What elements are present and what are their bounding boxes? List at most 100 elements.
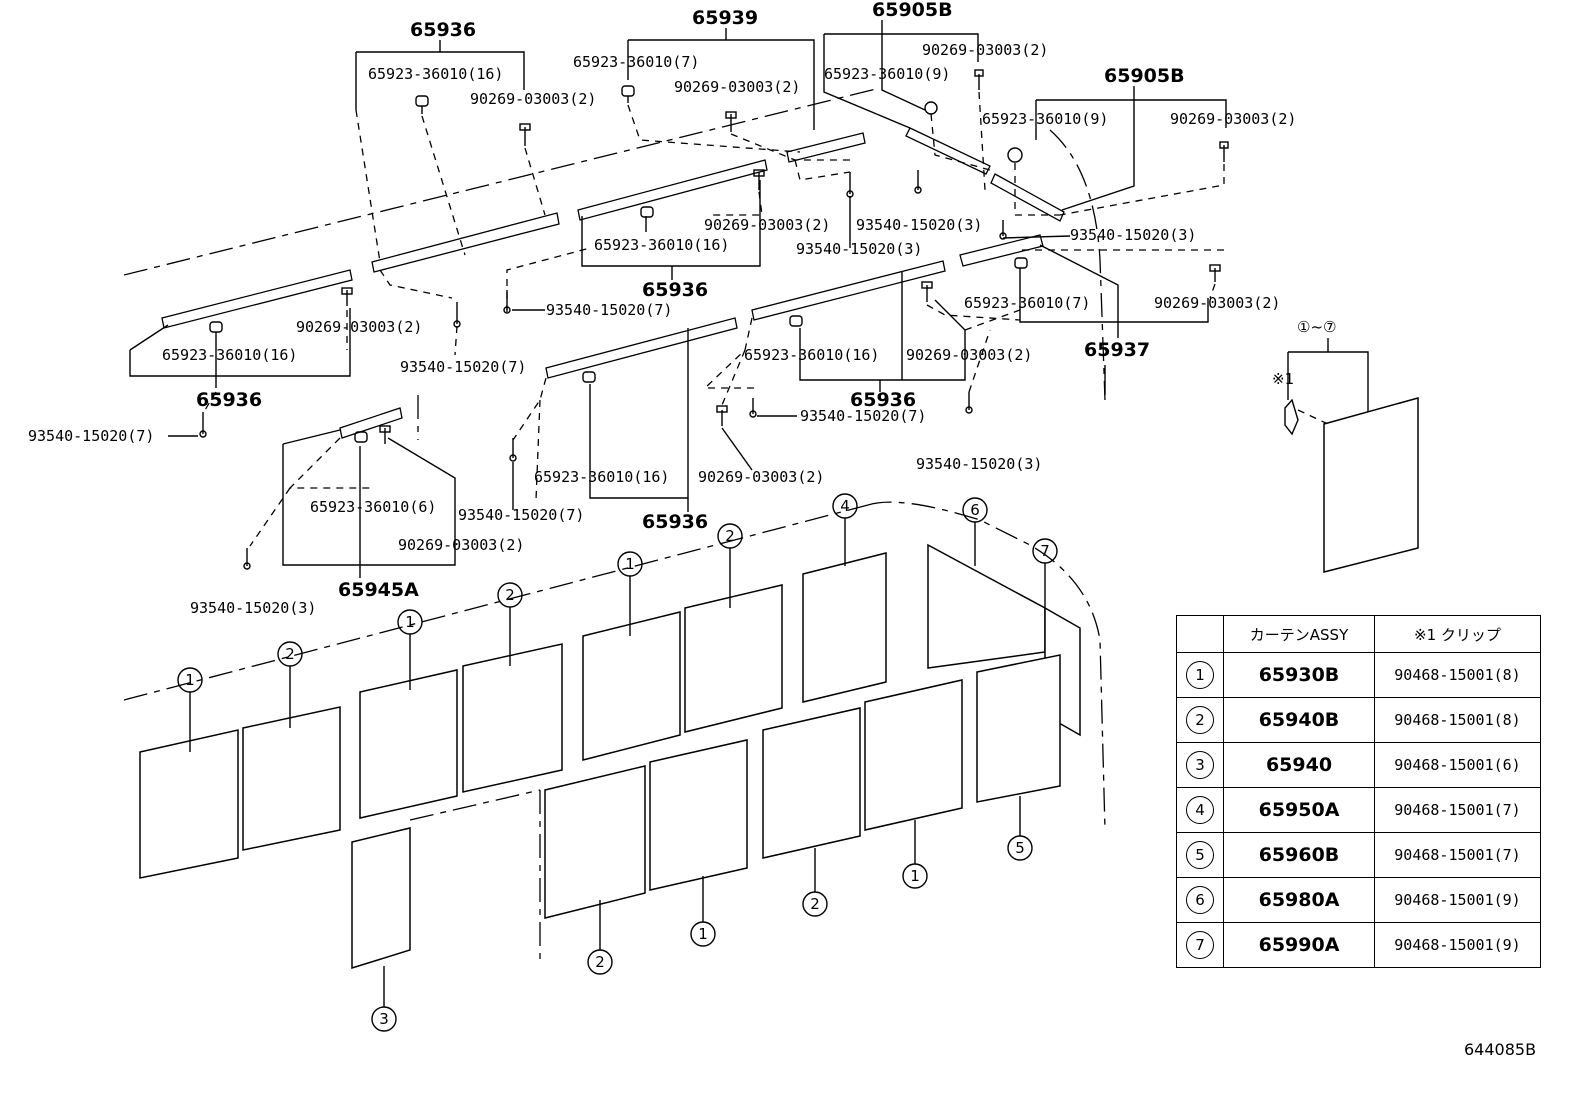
curtain-panel <box>462 643 563 793</box>
bolt-icon <box>846 172 854 198</box>
assembly-label: 65936 <box>196 389 262 411</box>
legend-row: 1 65930B 90468-15001(8) <box>1176 652 1541 698</box>
curtain-panel <box>139 729 239 879</box>
clip-icon <box>415 95 429 114</box>
legend-index: 2 <box>1186 706 1214 734</box>
reference-lines <box>123 87 1106 960</box>
screw-icon <box>716 405 728 426</box>
panel-number: 3 <box>379 1010 389 1028</box>
part-label: 93540-15020(7) <box>546 301 672 319</box>
part-label: 90269-03003(2) <box>1170 110 1296 128</box>
clip-icon <box>640 206 654 218</box>
legend-clip: 90468-15001(9) <box>1374 922 1541 968</box>
bolt-icon <box>749 398 757 418</box>
panel-leaders <box>189 518 1046 1007</box>
rail-65945A <box>339 407 403 439</box>
screw-icon <box>921 281 933 302</box>
screw-icon <box>725 111 737 132</box>
bolt-icon <box>199 412 207 438</box>
panel-number-circle <box>962 497 988 523</box>
part-label: 93540-15020(7) <box>458 506 584 524</box>
panel-number: 1 <box>910 867 920 885</box>
bolt-icon <box>453 302 461 328</box>
part-label: 65923-36010(6) <box>310 498 436 516</box>
legend-header-assy: カーテンASSY <box>1223 615 1375 653</box>
legend-row: 5 65960B 90468-15001(7) <box>1176 832 1541 878</box>
part-label: 65923-36010(16) <box>368 65 503 83</box>
legend-assy: 65930B <box>1223 652 1375 698</box>
part-label: 65923-36010(16) <box>744 346 879 364</box>
legend-index: 3 <box>1186 751 1214 779</box>
clip-icon <box>789 315 803 327</box>
clip-icon <box>354 431 368 443</box>
panel-number-circle <box>177 667 203 693</box>
legend-row: 2 65940B 90468-15001(8) <box>1176 697 1541 743</box>
legend-row: 7 65990A 90468-15001(9) <box>1176 922 1541 968</box>
rail-65939 <box>786 132 866 163</box>
part-label: 93540-15020(7) <box>400 358 526 376</box>
curtain-panel <box>351 827 411 970</box>
bolt-icon <box>999 220 1007 240</box>
leaders <box>129 20 1369 578</box>
part-label: 65923-36010(16) <box>162 346 297 364</box>
rail-65936-left <box>161 269 353 329</box>
part-label: 65923-36010(9) <box>824 65 950 83</box>
panel-number-circle <box>717 523 743 549</box>
part-label: 90269-03003(2) <box>922 41 1048 59</box>
rail-65936-top <box>577 159 768 221</box>
curtain-panel <box>762 707 861 859</box>
panel-number: 2 <box>285 645 295 663</box>
rail-65936-mid <box>751 260 946 321</box>
clip-icon <box>1007 147 1023 163</box>
rail-65936-lower <box>545 317 738 379</box>
panel-number: 2 <box>505 586 515 604</box>
part-label: 65923-36010(7) <box>573 53 699 71</box>
legend-index: 6 <box>1186 886 1214 914</box>
panel-number: 1 <box>405 613 415 631</box>
panel-number-circle <box>617 551 643 577</box>
curtain-panel <box>359 669 458 819</box>
panel-number-circle <box>690 921 716 947</box>
panel-number: 2 <box>725 527 735 545</box>
panel-number-circle <box>832 493 858 519</box>
panel-number-circle <box>397 609 423 635</box>
panel-number: 1 <box>185 671 195 689</box>
rail-65936-upper <box>371 212 560 273</box>
curtain-panel <box>802 552 887 703</box>
rail-65937 <box>959 234 1044 267</box>
part-label: 65923-36010(7) <box>964 294 1090 312</box>
bolt-icon <box>914 170 922 194</box>
panel-number-circle <box>1032 538 1058 564</box>
clip-icon <box>209 321 223 333</box>
part-label: 90269-03003(2) <box>906 346 1032 364</box>
part-label: 65923-36010(9) <box>982 110 1108 128</box>
part-label: 65923-36010(16) <box>594 236 729 254</box>
assembly-label: 65936 <box>410 19 476 41</box>
curtain-panel <box>684 584 783 733</box>
curtain-panel <box>1323 397 1419 573</box>
screw-icon <box>1209 264 1221 282</box>
panel-number-circle <box>497 582 523 608</box>
legend-header-clip: ※1 クリップ <box>1374 615 1541 653</box>
curtain-panel <box>242 706 341 851</box>
panel-number-circle <box>277 641 303 667</box>
screw-icon <box>341 287 353 306</box>
catalog-number: 644085B <box>1464 1040 1537 1059</box>
clip-icon <box>1014 257 1028 269</box>
assembly-label: 65939 <box>692 7 758 29</box>
part-label: 65923-36010(16) <box>534 468 669 486</box>
part-label: 93540-15020(3) <box>796 240 922 258</box>
panel-range-label: ①~⑦ <box>1297 318 1336 336</box>
screw-icon <box>1219 141 1229 162</box>
legend-index: 5 <box>1186 841 1214 869</box>
rail-65905B-a <box>905 127 991 175</box>
part-label: 93540-15020(3) <box>916 455 1042 473</box>
rail-65905B-b <box>990 173 1065 222</box>
panel-number-circle <box>1007 835 1033 861</box>
legend-index: 1 <box>1186 661 1214 689</box>
legend-clip: 90468-15001(6) <box>1374 742 1541 788</box>
panel-number-markers: 1 2 1 2 1 2 4 6 7 3 2 1 2 1 5 <box>177 493 1058 1032</box>
panel-number: 1 <box>698 925 708 943</box>
legend-assy: 65940B <box>1223 697 1375 743</box>
legend-clip: 90468-15001(7) <box>1374 787 1541 833</box>
